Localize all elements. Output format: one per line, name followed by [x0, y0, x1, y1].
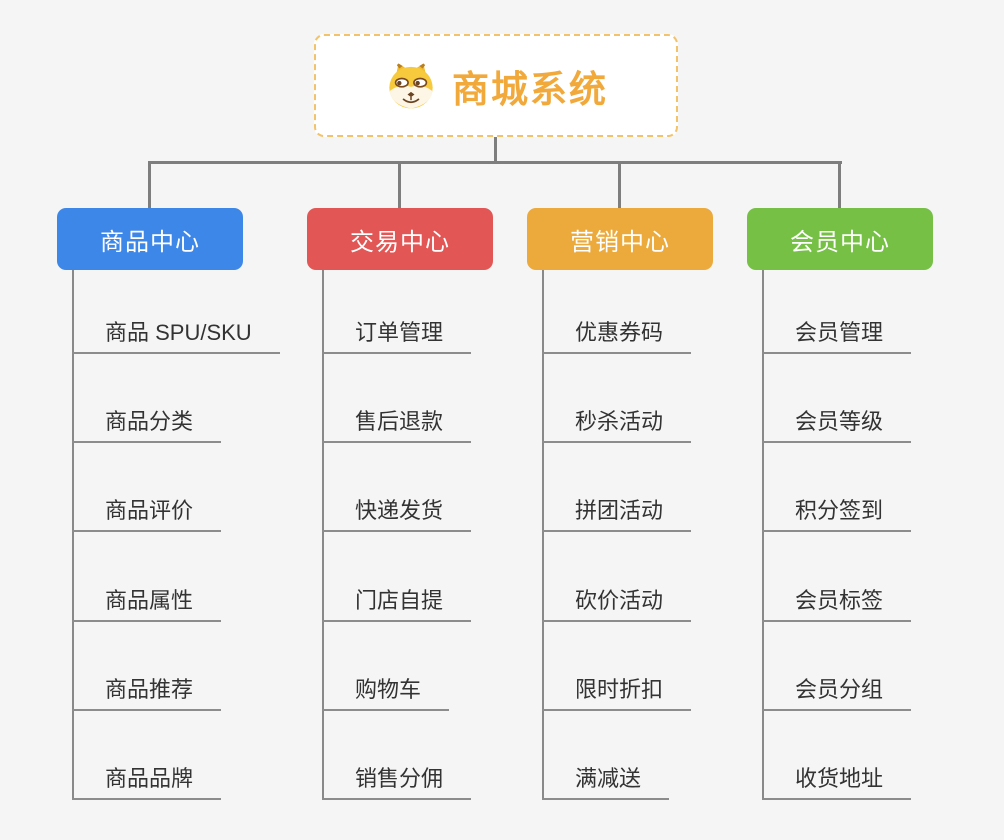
child-node[interactable]: 快递发货 — [322, 496, 472, 533]
child-node[interactable]: 会员分组 — [762, 675, 912, 711]
child-node[interactable]: 商品属性 — [72, 586, 222, 622]
child-node[interactable]: 拼团活动 — [542, 496, 692, 533]
child-node[interactable]: 商品分类 — [72, 407, 222, 444]
child-node[interactable]: 商品推荐 — [72, 675, 222, 711]
child-node[interactable]: 收货地址 — [762, 764, 912, 800]
branch-trunk-line — [72, 270, 74, 800]
child-node[interactable]: 售后退款 — [322, 407, 472, 444]
root-connector-horizontal — [148, 161, 842, 164]
shiba-dog-icon — [384, 61, 438, 111]
child-node[interactable]: 商品评价 — [72, 496, 222, 533]
child-node[interactable]: 会员管理 — [762, 318, 912, 354]
child-node[interactable]: 会员标签 — [762, 586, 912, 622]
branch-trade-center: 交易中心 订单管理售后退款快递发货门店自提购物车销售分佣 — [307, 161, 493, 800]
child-node[interactable]: 满减送 — [542, 764, 670, 800]
root-node[interactable]: 商城系统 — [314, 34, 678, 137]
child-node[interactable]: 商品 SPU/SKU — [72, 318, 280, 354]
branch-label: 交易中心 — [350, 228, 450, 256]
branch-header-trade-center[interactable]: 交易中心 — [307, 208, 493, 270]
branch-trunk-line — [542, 270, 544, 800]
branch-connector — [618, 161, 621, 208]
child-node[interactable]: 积分签到 — [762, 496, 912, 533]
branch-label: 会员中心 — [790, 228, 890, 256]
child-node[interactable]: 优惠券码 — [542, 318, 692, 354]
root-connector-vertical — [494, 137, 497, 163]
root-title: 商城系统 — [452, 68, 608, 110]
branch-member-center: 会员中心 会员管理会员等级积分签到会员标签会员分组收货地址 — [747, 161, 933, 800]
child-node[interactable]: 销售分佣 — [322, 764, 472, 800]
branch-header-product-center[interactable]: 商品中心 — [57, 208, 243, 270]
branch-trunk-line — [762, 270, 764, 800]
branch-product-center: 商品中心 商品 SPU/SKU 商品分类商品评价商品属性商品推荐商品品牌 — [57, 161, 280, 800]
branch-header-member-center[interactable]: 会员中心 — [747, 208, 933, 270]
child-node[interactable]: 会员等级 — [762, 407, 912, 444]
child-node[interactable]: 购物车 — [322, 675, 450, 711]
branch-connector — [148, 161, 151, 208]
child-node[interactable]: 砍价活动 — [542, 586, 692, 622]
branch-connector — [398, 161, 401, 208]
branch-marketing-center: 营销中心 优惠券码秒杀活动拼团活动砍价活动限时折扣满减送 — [527, 161, 713, 800]
child-node[interactable]: 商品品牌 — [72, 764, 222, 800]
child-node[interactable]: 订单管理 — [322, 318, 472, 354]
branch-connector — [838, 161, 841, 208]
child-node[interactable]: 门店自提 — [322, 586, 472, 622]
child-node[interactable]: 限时折扣 — [542, 675, 692, 711]
branch-trunk-line — [322, 270, 324, 800]
branch-header-marketing-center[interactable]: 营销中心 — [527, 208, 713, 270]
branch-label: 商品中心 — [100, 228, 200, 256]
branch-label: 营销中心 — [570, 228, 670, 256]
child-node[interactable]: 秒杀活动 — [542, 407, 692, 444]
